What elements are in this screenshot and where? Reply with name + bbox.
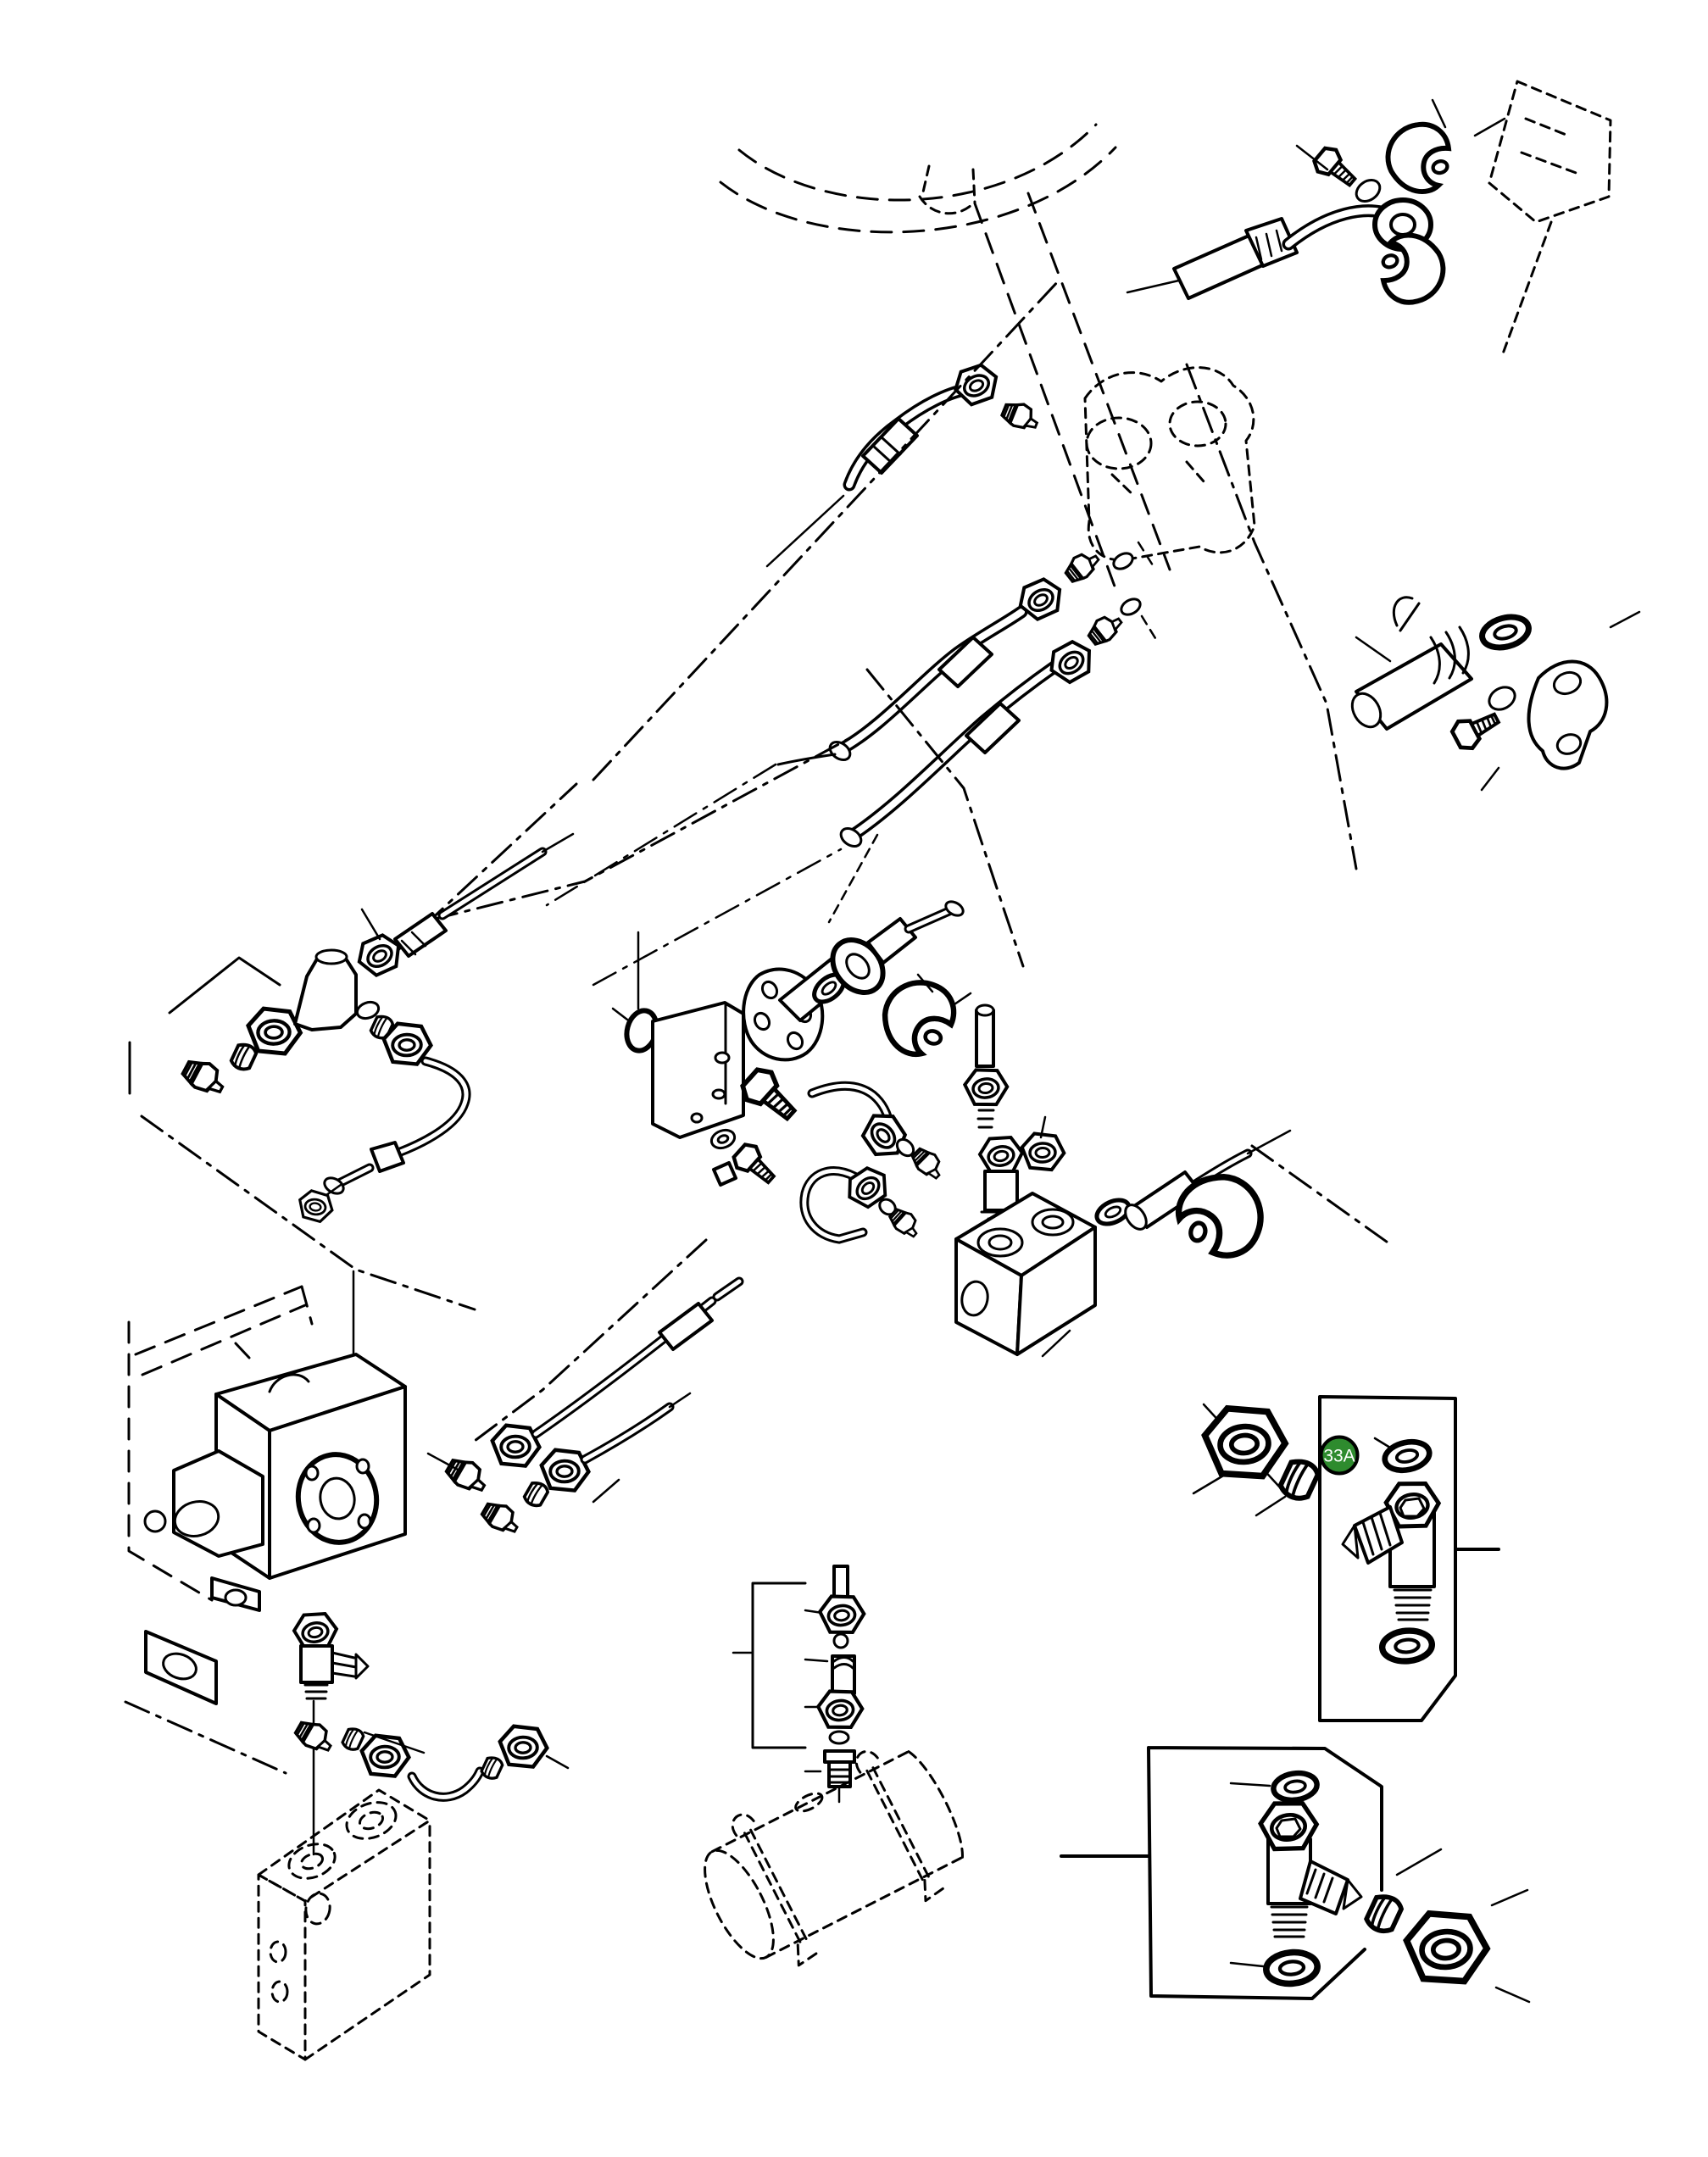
phantom-boundary-lines (140, 278, 1392, 1443)
tee-fitting-group (128, 832, 575, 1227)
part-badge-circle[interactable] (1319, 1435, 1360, 1476)
part-badge-33a[interactable]: 33A (1319, 1435, 1360, 1476)
bottom-left-block-group (124, 1700, 570, 2061)
hose-clamp-assembly-right (1350, 596, 1641, 792)
steering-column-outline (719, 123, 1171, 595)
steering-gear-outline (1083, 363, 1358, 870)
part-badge-label: 33A (1323, 1447, 1355, 1466)
center-elbow-pipes (799, 1003, 1010, 1244)
manifold-block-group (954, 1115, 1292, 1489)
steel-tube-upper (545, 545, 1134, 907)
valve-outlet-hoses (426, 1276, 744, 1539)
hose-clamp-assembly-top-right (1126, 80, 1612, 358)
center-flange-block-group (611, 833, 972, 1190)
steel-tube-lower (592, 598, 1142, 987)
valve-assembly-left (127, 1270, 407, 1856)
elbow-tube-with-nut (765, 360, 1043, 568)
fitting-stack-and-reservoir (704, 1565, 964, 1967)
inset-detail-box-1: 33A (1192, 1395, 1500, 1722)
inset-detail-box-2 (1060, 1746, 1531, 2004)
